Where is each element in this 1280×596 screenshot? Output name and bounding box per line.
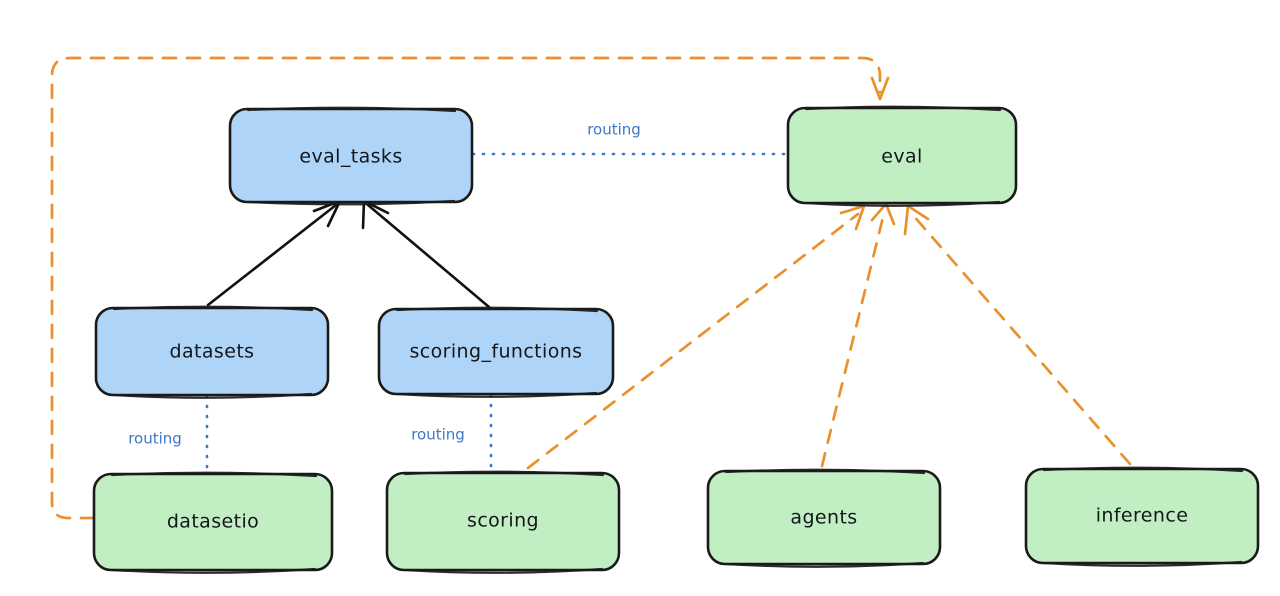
node-label-scoring_functions: scoring_functions	[410, 341, 583, 363]
node-label-datasetio: datasetio	[167, 511, 259, 533]
node-label-datasets: datasets	[170, 341, 255, 363]
node-scoring[interactable]: scoring	[385, 470, 621, 574]
node-label-eval: eval	[881, 146, 922, 168]
node-eval[interactable]: eval	[786, 105, 1018, 207]
edge-label-routing-datasets-datasetio: routing	[128, 430, 182, 448]
node-agents[interactable]: agents	[706, 468, 942, 568]
node-eval_tasks[interactable]: eval_tasks	[228, 106, 474, 206]
node-scoring_functions[interactable]: scoring_functions	[377, 306, 615, 398]
node-label-agents: agents	[790, 507, 857, 529]
edge-label-routing-scoringfn-scoring: routing	[411, 426, 465, 444]
node-datasetio[interactable]: datasetio	[92, 471, 334, 574]
node-datasets[interactable]: datasets	[94, 305, 330, 399]
edge-label-routing-eval_tasks-eval: routing	[587, 121, 641, 139]
node-label-inference: inference	[1096, 505, 1189, 527]
node-label-eval_tasks: eval_tasks	[299, 146, 402, 168]
node-inference[interactable]: inference	[1024, 466, 1260, 567]
edge-datasetio-eval	[50, 56, 890, 520]
node-label-scoring: scoring	[467, 510, 539, 532]
